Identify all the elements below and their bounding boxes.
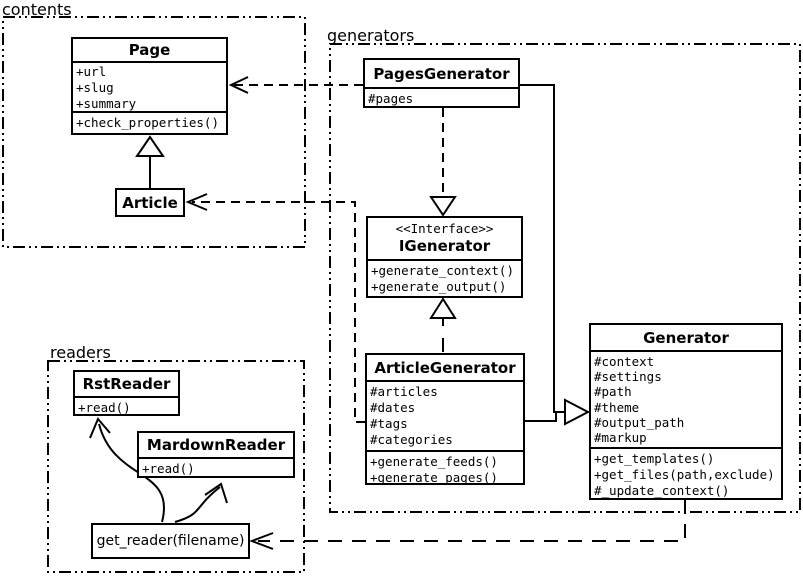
method: +generate_context() (371, 263, 514, 278)
class-page-methods: +check_properties() (73, 113, 226, 133)
class-generator-attributes: #context #settings #path #theme #output_… (591, 352, 781, 449)
method: #_update_context() (594, 483, 730, 498)
method: +get_templates() (594, 451, 715, 466)
method: +read() (78, 400, 131, 414)
class-page-attributes: +url +slug +summary (73, 63, 226, 113)
method: +read() (142, 461, 195, 476)
readers-package-label: readers (50, 343, 111, 362)
class-articlegenerator: ArticleGenerator #articles #dates #tags … (365, 353, 525, 485)
class-article-title: Article (122, 193, 178, 212)
open-arrowhead-rstreader (89, 417, 111, 439)
class-igenerator-title: IGenerator (398, 237, 491, 255)
inheritance-triangle-generator (564, 398, 591, 426)
attribute: #markup (594, 430, 647, 446)
class-mardownreader-title: MardownReader (139, 433, 293, 459)
attribute: +summary (76, 96, 137, 111)
getreader-mardownreader-arrow-line (174, 486, 221, 523)
class-articlegenerator-methods: +generate_feeds() +generate_pages() (367, 452, 523, 483)
contents-package-label: contents (2, 0, 72, 19)
attribute: #path (594, 384, 632, 400)
class-articlegenerator-title: ArticleGenerator (367, 355, 523, 382)
class-rstreader-methods: +read() (75, 398, 178, 414)
class-igenerator: <<Interface>> IGenerator +generate_conte… (366, 216, 523, 298)
readers-package-border (47, 360, 305, 573)
class-pagesgenerator-attributes: #pages (365, 89, 518, 106)
class-igenerator-methods: +generate_context() +generate_output() (368, 261, 521, 296)
articlegenerator-article-dependency-line (192, 201, 365, 423)
class-article: Article (115, 188, 185, 217)
interface-stereotype: <<Interface>> (395, 221, 494, 236)
open-arrowhead-mardownreader (204, 482, 228, 504)
function-get-reader: get_reader(filename) (91, 523, 250, 559)
class-mardownreader: MardownReader +read() (137, 431, 295, 478)
contents-package-border (2, 16, 306, 248)
class-page-title: Page (73, 39, 226, 63)
attribute: #tags (370, 416, 408, 431)
attribute: #categories (370, 432, 453, 447)
attribute: +slug (76, 80, 114, 95)
class-articlegenerator-attributes: #articles #dates #tags #categories (367, 382, 523, 452)
attribute: +url (76, 64, 107, 79)
method: +check_properties() (76, 115, 219, 130)
attribute: #context (594, 354, 655, 369)
attribute: #output_path (594, 414, 685, 430)
class-generator-title: Generator (591, 325, 781, 352)
class-generator-methods: +get_templates() +get_files(path,exclude… (591, 449, 781, 498)
generator-getreader-dependency-line (258, 500, 686, 542)
class-pagesgenerator-title: PagesGenerator (365, 60, 518, 89)
pagesgenerator-generator-inheritance-line (520, 84, 565, 413)
method: +get_files(path,exclude) (594, 467, 775, 482)
class-generator: Generator #context #settings #path #them… (589, 323, 783, 500)
class-mardownreader-methods: +read() (139, 459, 293, 476)
method: +generate_output() (371, 279, 507, 294)
inheritance-triangle-page (135, 135, 165, 157)
realization-triangle-igenerator-bottom (429, 297, 457, 319)
open-arrowhead-page (228, 76, 249, 94)
class-pagesgenerator: PagesGenerator #pages (363, 58, 520, 108)
attribute: #articles (370, 384, 438, 399)
class-igenerator-header: <<Interface>> IGenerator (368, 218, 521, 261)
realization-triangle-igenerator-top (429, 196, 457, 217)
generators-package-border (329, 43, 801, 513)
method: +generate_pages() (370, 470, 498, 483)
class-rstreader-title: RstReader (75, 372, 178, 398)
open-arrowhead-getreader (249, 532, 274, 550)
class-rstreader: RstReader +read() (73, 370, 180, 416)
articlegenerator-generator-inheritance-line (525, 412, 557, 422)
open-arrowhead-article (185, 193, 208, 211)
attribute: #theme (594, 399, 640, 415)
attribute: #settings (594, 369, 662, 385)
method: +generate_feeds() (370, 454, 498, 469)
attribute: #dates (370, 400, 416, 415)
class-page: Page +url +slug +summary +check_properti… (71, 37, 228, 135)
generators-package-label: generators (327, 26, 415, 45)
attribute: #pages (368, 91, 414, 106)
